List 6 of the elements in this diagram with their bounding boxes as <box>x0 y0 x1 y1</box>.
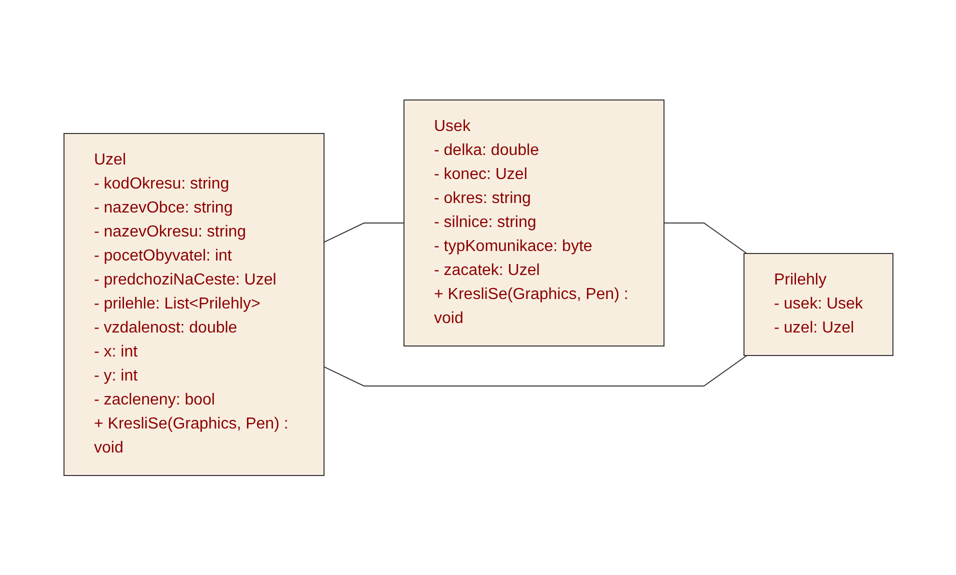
node-box: Uzel - kodOkresu: string - nazevObce: string - nazevOkresu: string - pocetObyvatel: int - predchoziNaCeste: Uzel - prilehle: List<Prilehly> - vzdalenost: double - x: int - y: int - zacleneny: bool + KresliSe(Graphics, Pen) : void <box>63 132 324 476</box>
node-box: Usek - delka: double - konec: Uzel - okres: string - silnice: string - typKomunikace: byte - zacatek: Uzel + KresliSe(Graphics, Pen) : void <box>403 99 664 346</box>
connector <box>323 354 747 386</box>
node-box: Prilehly - usek: Usek - uzel: Uzel <box>743 252 893 356</box>
connector <box>663 222 747 254</box>
connector <box>323 222 404 242</box>
